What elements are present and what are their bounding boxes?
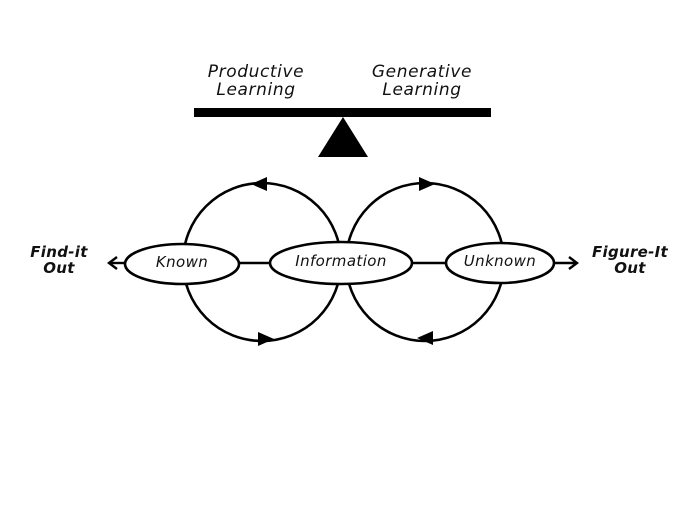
find-it-out-line1: Find-it [30, 243, 88, 261]
unknown-node [444, 241, 556, 285]
right-loop-bottom-arrow-icon [417, 331, 433, 345]
information-label: Information [272, 252, 410, 270]
information-text: Information [295, 252, 387, 270]
known-text: Known [155, 253, 209, 271]
productive-learning-label: Productive Learning [196, 62, 316, 100]
left-loop-bottom-arrow-icon [258, 332, 274, 346]
productive-learning-line1: Productive [207, 62, 305, 82]
find-it-out-label: Find-it Out [14, 243, 104, 277]
known-node [123, 242, 241, 286]
left-loop-top-arrow-icon [251, 177, 267, 191]
information-node [268, 240, 414, 286]
right-loop-top-arrow-icon [419, 177, 435, 191]
balance-beam [194, 108, 491, 117]
arrow-right-head-icon [568, 256, 579, 270]
generative-learning-line1: Generative [371, 62, 473, 82]
arrow-left-head-icon [107, 256, 118, 270]
figure-it-out-label: Figure-It Out [580, 243, 680, 277]
unknown-label: Unknown [448, 252, 552, 270]
productive-learning-line2: Learning [216, 79, 296, 100]
figure-it-out-line1: Figure-It [591, 243, 669, 261]
find-it-out-line2: Out [43, 258, 75, 277]
fulcrum-triangle [318, 117, 368, 157]
generative-learning-label: Generative Learning [362, 62, 482, 100]
figure-it-out-line2: Out [614, 258, 646, 277]
generative-learning-line2: Learning [382, 79, 462, 100]
unknown-text: Unknown [463, 252, 537, 270]
known-label: Known [130, 253, 234, 271]
